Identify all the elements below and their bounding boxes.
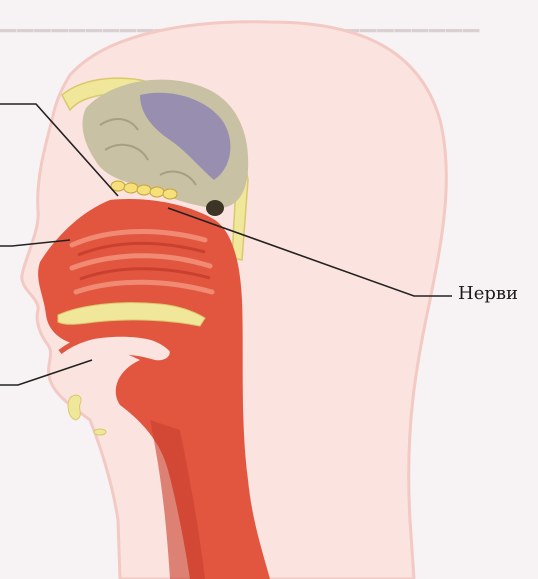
nerve-label: Нерви — [458, 283, 518, 304]
sphenoid-dark-spot — [206, 200, 224, 216]
jaw-bone — [68, 395, 81, 420]
hyoid-bone — [94, 429, 106, 435]
